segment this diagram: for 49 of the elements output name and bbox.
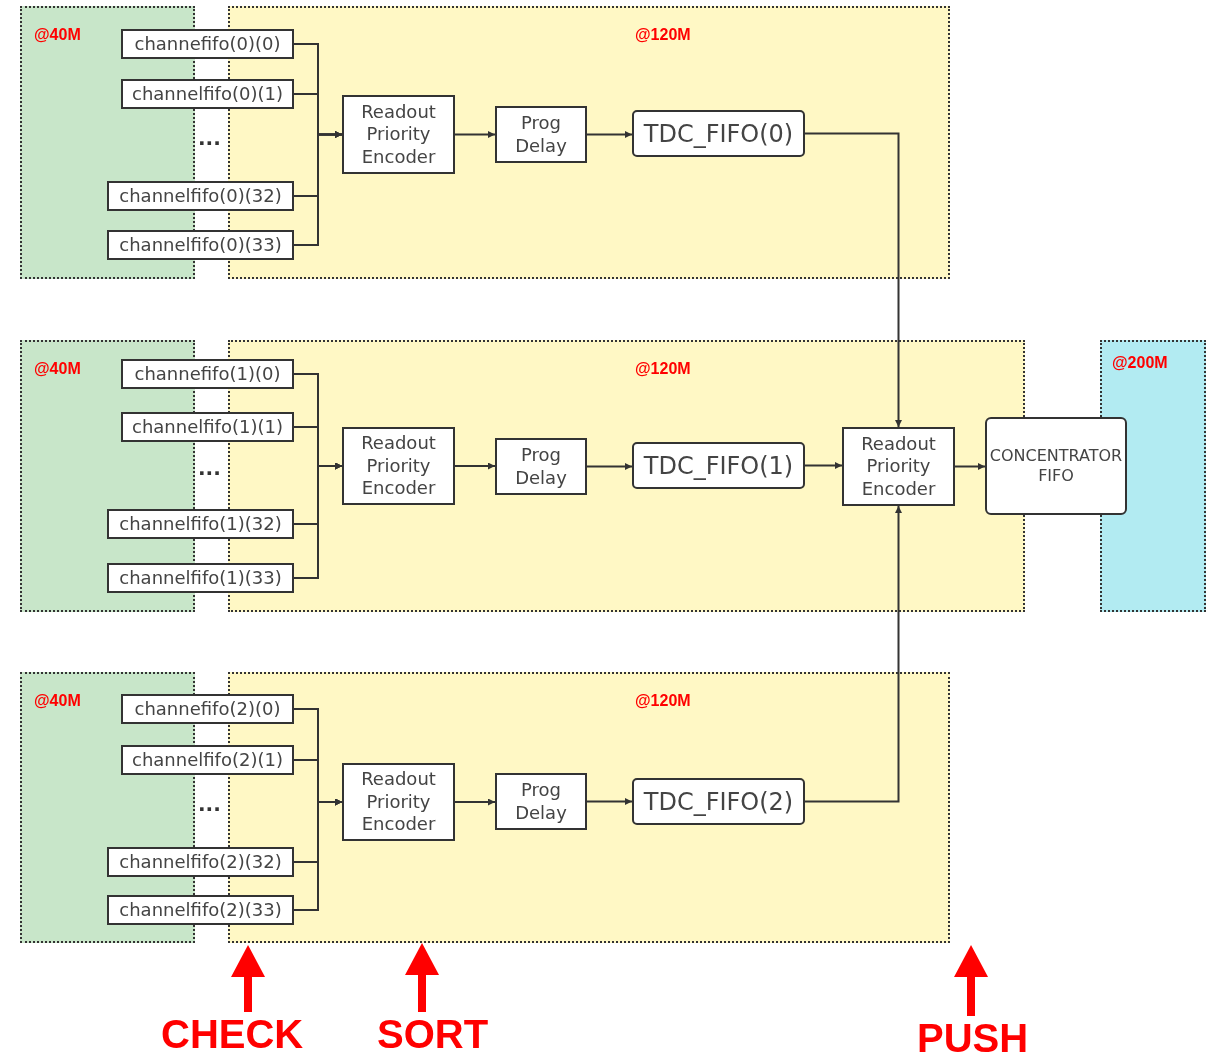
arrow [586,463,633,470]
arrow [586,131,633,138]
arrow [293,462,343,579]
encoder-box: Readout Priority Encoder [842,427,955,506]
delay-box: Prog Delay [495,773,587,830]
encoder-box: Readout Priority Encoder [342,95,455,174]
fifo-box: channelfifo(0)(1) [121,79,294,109]
arrow [804,505,902,803]
ellipsis: ... [198,794,221,814]
annotation-text: CHECK [161,1012,304,1056]
arrow [454,462,496,470]
fifo-box: channefifo(0)(0) [121,29,294,59]
encoder-box: Readout Priority Encoder [342,763,455,841]
clock-label: @40M [34,360,81,378]
fifo-box: channefifo(2)(0) [121,694,294,724]
arrow [454,131,496,138]
fifo-box: channelfifo(1)(32) [107,509,294,539]
delay-box: Prog Delay [495,106,587,163]
clock-label: @120M [635,26,691,44]
ellipsis: ... [198,128,221,148]
clock-label: @120M [635,360,691,378]
arrow [586,798,633,805]
arrow [293,131,343,246]
fifo-box: TDC_FIFO(2) [632,778,805,825]
arrow [293,798,343,911]
delay-box: Prog Delay [495,438,587,495]
clock-label: @200M [1112,354,1168,372]
fifo-box: channelfifo(0)(33) [107,230,294,260]
arrow [454,798,496,806]
arrow [954,463,986,470]
fifo-box: channelfifo(2)(1) [121,745,294,775]
fifo-box: channelfifo(2)(33) [107,895,294,925]
clock-label: @120M [635,692,691,710]
encoder-box: Readout Priority Encoder [342,427,455,505]
fifo-box: TDC_FIFO(0) [632,110,805,157]
arrow [804,462,843,469]
clock-label: @40M [34,26,81,44]
ellipsis: ... [198,458,221,478]
fifo-box: CONCENTRATOR FIFO [985,417,1127,515]
fifo-box: channelfifo(2)(32) [107,847,294,877]
arrow [804,132,902,428]
fifo-box: channelfifo(1)(1) [121,412,294,442]
annotation-text: SORT [377,1012,489,1056]
clock-label: @40M [34,692,81,710]
fifo-box: channefifo(1)(0) [121,359,294,389]
fifo-box: channelfifo(0)(32) [107,181,294,211]
fifo-box: TDC_FIFO(1) [632,442,805,489]
fifo-box: channelfifo(1)(33) [107,563,294,593]
annotation-text: PUSH [917,1016,1029,1060]
